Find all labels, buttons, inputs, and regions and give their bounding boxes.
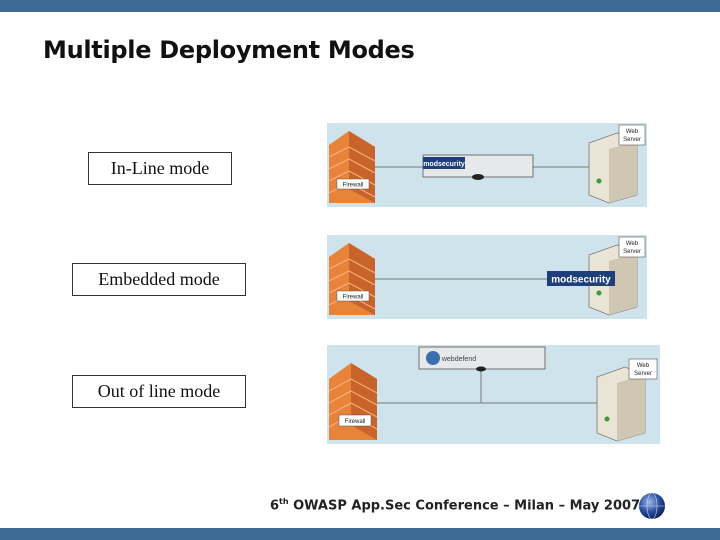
- appliance-label: modsecurity: [423, 161, 465, 168]
- webdefend-appliance-icon: webdefend: [418, 346, 546, 372]
- embedded-mode-label: Embedded mode: [72, 263, 246, 296]
- footer-text: 6th OWASP App.Sec Conference – Milan – M…: [270, 497, 640, 513]
- owasp-globe-logo: [639, 492, 665, 520]
- inline-mode-label: In-Line mode: [88, 152, 232, 185]
- modsecurity-appliance-icon: modsecurity: [422, 154, 534, 180]
- firewall-label: Firewall: [345, 419, 366, 425]
- firewall-label: Firewall: [343, 295, 364, 301]
- server-label: Server: [623, 137, 641, 143]
- firewall-icon: Firewall: [328, 243, 376, 315]
- web-label: Web: [637, 363, 650, 369]
- footer-conference: OWASP App.Sec Conference – Milan – May 2…: [288, 498, 641, 514]
- embedded-label: modsecurity: [551, 275, 611, 286]
- inline-mode-diagram: Firewall modsecurity Web Server: [327, 123, 647, 207]
- embedded-mode-text: Embedded mode: [98, 269, 220, 289]
- footer-number: 6: [270, 498, 280, 514]
- bottom-bar: [0, 528, 720, 540]
- embedded-mode-diagram: Firewall Web Server modsecurity: [327, 235, 647, 319]
- inline-mode-text: In-Line mode: [110, 158, 210, 178]
- top-bar: [0, 0, 720, 12]
- firewall-icon: Firewall: [328, 131, 376, 203]
- out-of-line-mode-diagram: Firewall webdefend Web Server: [327, 345, 660, 444]
- server-label: Server: [623, 249, 641, 255]
- out-of-line-mode-label: Out of line mode: [72, 375, 246, 408]
- server-label: Server: [634, 371, 652, 377]
- footer-ordinal: th: [279, 497, 289, 506]
- firewall-label: Firewall: [343, 183, 364, 189]
- web-label: Web: [626, 129, 639, 135]
- out-of-line-mode-text: Out of line mode: [97, 381, 221, 401]
- web-server-icon: Web Server: [596, 358, 658, 442]
- appliance-label: webdefend: [441, 356, 476, 363]
- slide-title: Multiple Deployment Modes: [43, 36, 415, 64]
- web-label: Web: [626, 241, 639, 247]
- web-server-icon: Web Server: [588, 124, 646, 204]
- modsecurity-embedded-logo: modsecurity: [547, 271, 615, 286]
- firewall-icon: Firewall: [328, 363, 378, 440]
